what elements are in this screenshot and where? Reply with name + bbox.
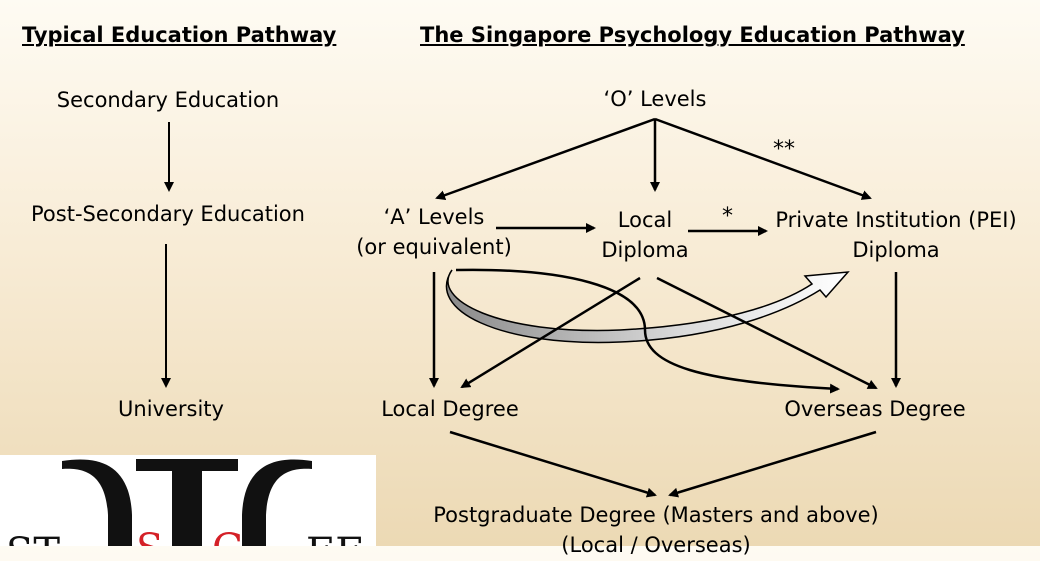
logo: ST S G EE xyxy=(0,455,376,546)
double-asterisk-mark: ** xyxy=(773,133,795,166)
node-o-levels: ‘O’ Levels xyxy=(604,84,707,116)
arrow-olevels-to-alevels xyxy=(437,119,655,198)
node-postgraduate-line2: (Local / Overseas) xyxy=(433,530,879,561)
left-column-header: Typical Education Pathway xyxy=(22,20,336,52)
single-asterisk-mark: * xyxy=(722,200,733,233)
logo-letter-ee: EE xyxy=(306,533,364,546)
node-university: University xyxy=(118,394,224,426)
curved-arrow-alevels-to-pei xyxy=(446,270,848,342)
node-overseas-degree: Overseas Degree xyxy=(784,394,965,426)
right-column-header: The Singapore Psychology Education Pathw… xyxy=(420,20,965,52)
node-a-levels-line1: ‘A’ Levels xyxy=(356,202,512,234)
node-pei-diploma: Private Institution (PEI) Diploma xyxy=(775,205,1016,266)
node-local-diploma: Local Diploma xyxy=(601,205,688,266)
arrow-olevels-to-pei-diploma xyxy=(655,119,870,198)
logo-letter-st: ST xyxy=(6,533,60,546)
node-pei-diploma-line2: Diploma xyxy=(775,235,1016,267)
node-local-diploma-line2: Diploma xyxy=(601,235,688,267)
node-pei-diploma-line1: Private Institution (PEI) xyxy=(775,205,1016,237)
node-postgraduate-line1: Postgraduate Degree (Masters and above) xyxy=(433,500,879,532)
node-secondary-education: Secondary Education xyxy=(57,85,279,117)
node-local-degree: Local Degree xyxy=(381,394,519,426)
logo-letter-s: S xyxy=(136,529,163,546)
node-post-secondary-education: Post-Secondary Education xyxy=(31,199,305,231)
node-a-levels-line2: (or equivalent) xyxy=(356,232,512,264)
node-local-diploma-line1: Local xyxy=(601,205,688,237)
arrow-overseas-degree-to-postgraduate xyxy=(670,432,876,495)
logo-letter-g: G xyxy=(212,529,244,546)
node-postgraduate-degree: Postgraduate Degree (Masters and above) … xyxy=(433,500,879,561)
node-a-levels: ‘A’ Levels (or equivalent) xyxy=(356,202,512,263)
arrow-local-degree-to-postgraduate xyxy=(450,432,655,495)
